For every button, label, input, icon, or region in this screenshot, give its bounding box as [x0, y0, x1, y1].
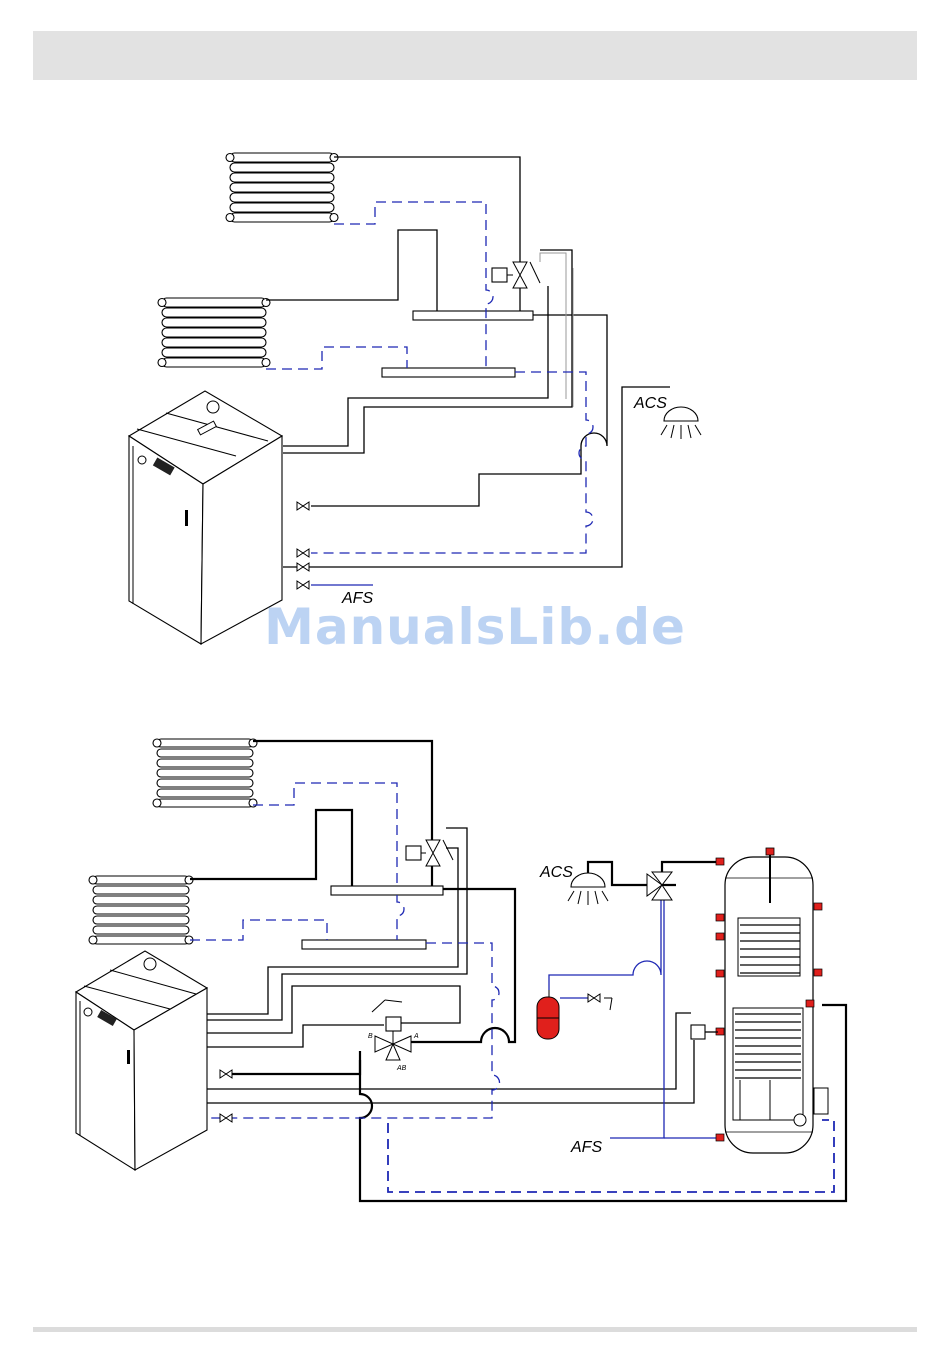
- watermark: ManualsLib.de: [0, 598, 950, 656]
- safety-valve-icon: [560, 994, 612, 1010]
- three-way-valve-icon: [406, 840, 453, 866]
- ball-valve-icon: [220, 1114, 232, 1122]
- shower-head-icon: [661, 407, 701, 439]
- ball-valve-icon: [297, 502, 309, 510]
- diagram-bottom: B A AB: [0, 700, 950, 1300]
- hot-water-tank-icon: [716, 848, 828, 1153]
- radiator-icon: [89, 876, 193, 944]
- ball-valve-icon: [297, 563, 309, 571]
- hydraulic-separator-icon: [382, 368, 515, 377]
- hydraulic-separator-icon: [331, 886, 443, 895]
- label-afs: AFS: [570, 1139, 602, 1156]
- footer-line: [33, 1327, 917, 1332]
- shower-head-icon: [568, 873, 608, 905]
- ball-valve-icon: [297, 549, 309, 557]
- label-acs: ACS: [633, 395, 667, 412]
- label-acs: ACS: [539, 864, 573, 881]
- expansion-vessel-icon: [537, 990, 559, 1039]
- boiler-icon: [76, 951, 207, 1170]
- radiator-icon: [226, 153, 338, 222]
- hydraulic-separator-icon: [413, 311, 533, 320]
- radiator-icon: [153, 739, 257, 807]
- radiator-icon: [158, 298, 270, 367]
- label-port-a: A: [413, 1033, 419, 1040]
- label-port-ab: AB: [396, 1065, 407, 1072]
- hydraulic-separator-icon: [302, 940, 426, 949]
- ball-valve-icon: [297, 581, 309, 589]
- pump-icon: [691, 1025, 705, 1039]
- three-way-valve-icon: [372, 1000, 411, 1060]
- ball-valve-icon: [220, 1070, 232, 1078]
- three-way-valve-icon: [492, 262, 540, 288]
- diagram-top: ACS AFS: [0, 0, 950, 680]
- label-port-b: B: [368, 1033, 373, 1040]
